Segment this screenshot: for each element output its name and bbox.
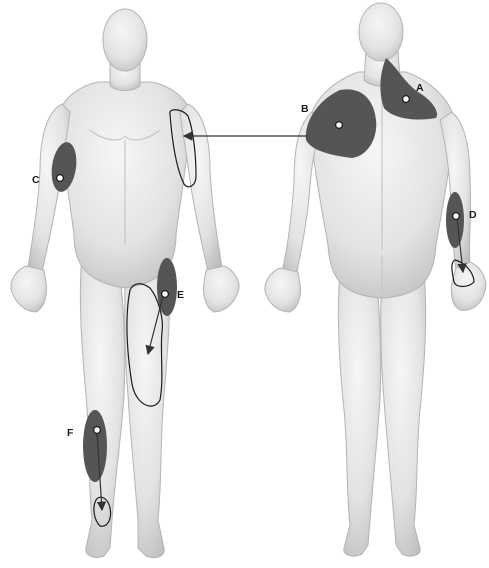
trigger-point-d [453,213,460,220]
anterior-left-leg [80,255,124,558]
posterior-left-leg [338,270,380,556]
trigger-point-e [162,291,169,298]
label-a: A [416,82,424,94]
label-d: D [469,209,477,221]
trigger-point-c [57,175,64,182]
posterior-left-hand [265,268,301,312]
trigger-point-f [94,427,101,434]
anterior-right-hand [11,266,47,312]
anterior-head [103,9,147,71]
trigger-point-a [403,96,410,103]
posterior-head [359,3,403,61]
label-e: E [177,289,184,301]
anterior-left-hand [203,266,239,312]
trigger-point-b [336,122,343,129]
zone-d-forearm [446,192,464,248]
label-c: C [32,174,40,186]
zone-f-lower-leg [83,410,107,482]
label-b: B [301,103,309,115]
label-f: F [67,427,74,439]
anterior-left-arm [180,104,222,272]
posterior-body-figure [265,3,486,556]
posterior-right-leg [381,270,426,556]
anterior-body-figure [11,9,239,558]
